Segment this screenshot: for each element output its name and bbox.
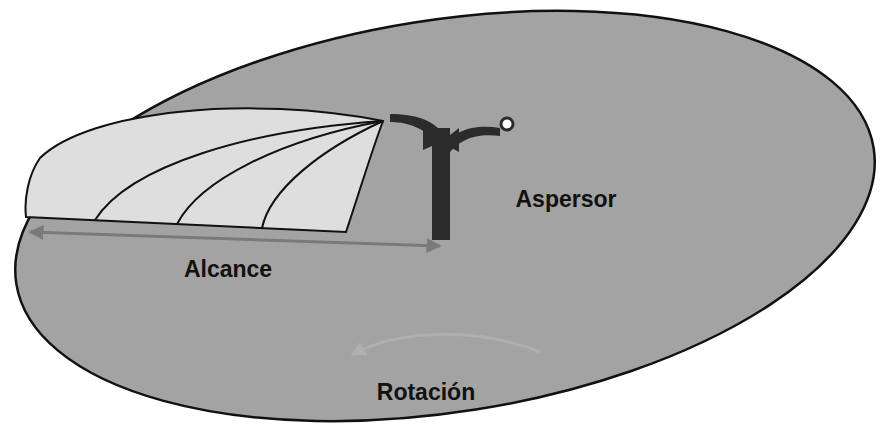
range-arrow [30, 232, 440, 246]
rotation-label: Rotación [377, 380, 475, 405]
sprinkler-symbol [390, 114, 513, 240]
range-label: Alcance [184, 257, 272, 282]
sprinkler-label: Aspersor [516, 187, 617, 212]
spray-arc [262, 121, 383, 228]
spray-arc [95, 121, 383, 220]
water-spray [26, 108, 383, 232]
rotation-arrow [352, 334, 540, 355]
